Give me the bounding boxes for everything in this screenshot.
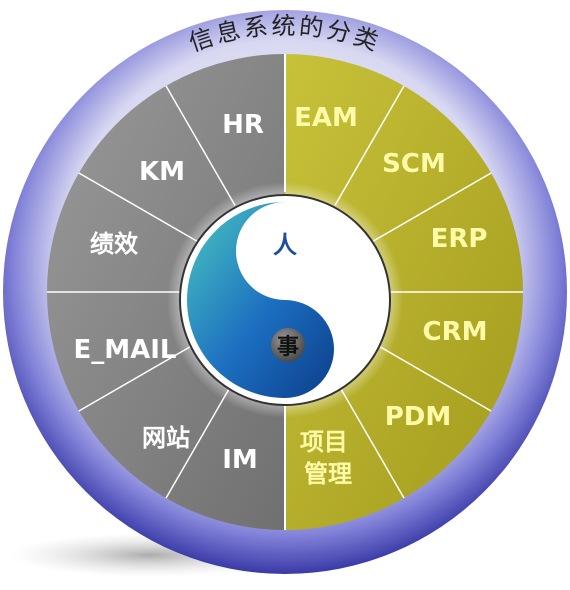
segment-divider — [371, 172, 492, 243]
segment-label-email: E_MAIL — [74, 335, 177, 365]
segment-label-km: KM — [139, 157, 185, 187]
segment-divider — [334, 85, 405, 206]
yin-yang-symbol: 人 事 — [187, 202, 334, 398]
segment-label-xiangmu: 项目 管理 — [300, 428, 356, 488]
right-label-group: EAM SCM ERP CRM PDM 项目 管理 — [294, 103, 487, 488]
segment-label-wangzhan: 网站 — [142, 424, 190, 452]
segment-label-erp: ERP — [431, 224, 488, 254]
left-label-group: HR KM 绩效 E_MAIL 网站 IM — [74, 110, 264, 475]
segment-label-eam: EAM — [294, 103, 358, 133]
segment-divider — [165, 85, 236, 206]
center-bottom-label: 事 — [277, 334, 299, 360]
segment-divider — [371, 341, 492, 412]
segment-label-crm: CRM — [423, 317, 488, 347]
segment-label-jixiao: 绩效 — [90, 230, 138, 258]
segment-divider — [78, 341, 199, 412]
segment-label-scm: SCM — [382, 149, 446, 179]
segment-label-xiangmu-line2: 管理 — [304, 460, 352, 488]
segment-label-pdm: PDM — [385, 402, 452, 432]
segment-label-hr: HR — [222, 110, 264, 140]
segment-label-im: IM — [222, 445, 258, 475]
center-top-label: 人 — [273, 231, 297, 259]
segment-label-xiangmu-line1: 项目 — [300, 428, 348, 456]
top-dot — [267, 226, 303, 262]
segment-divider — [78, 172, 199, 243]
bottom-dot — [271, 328, 305, 362]
